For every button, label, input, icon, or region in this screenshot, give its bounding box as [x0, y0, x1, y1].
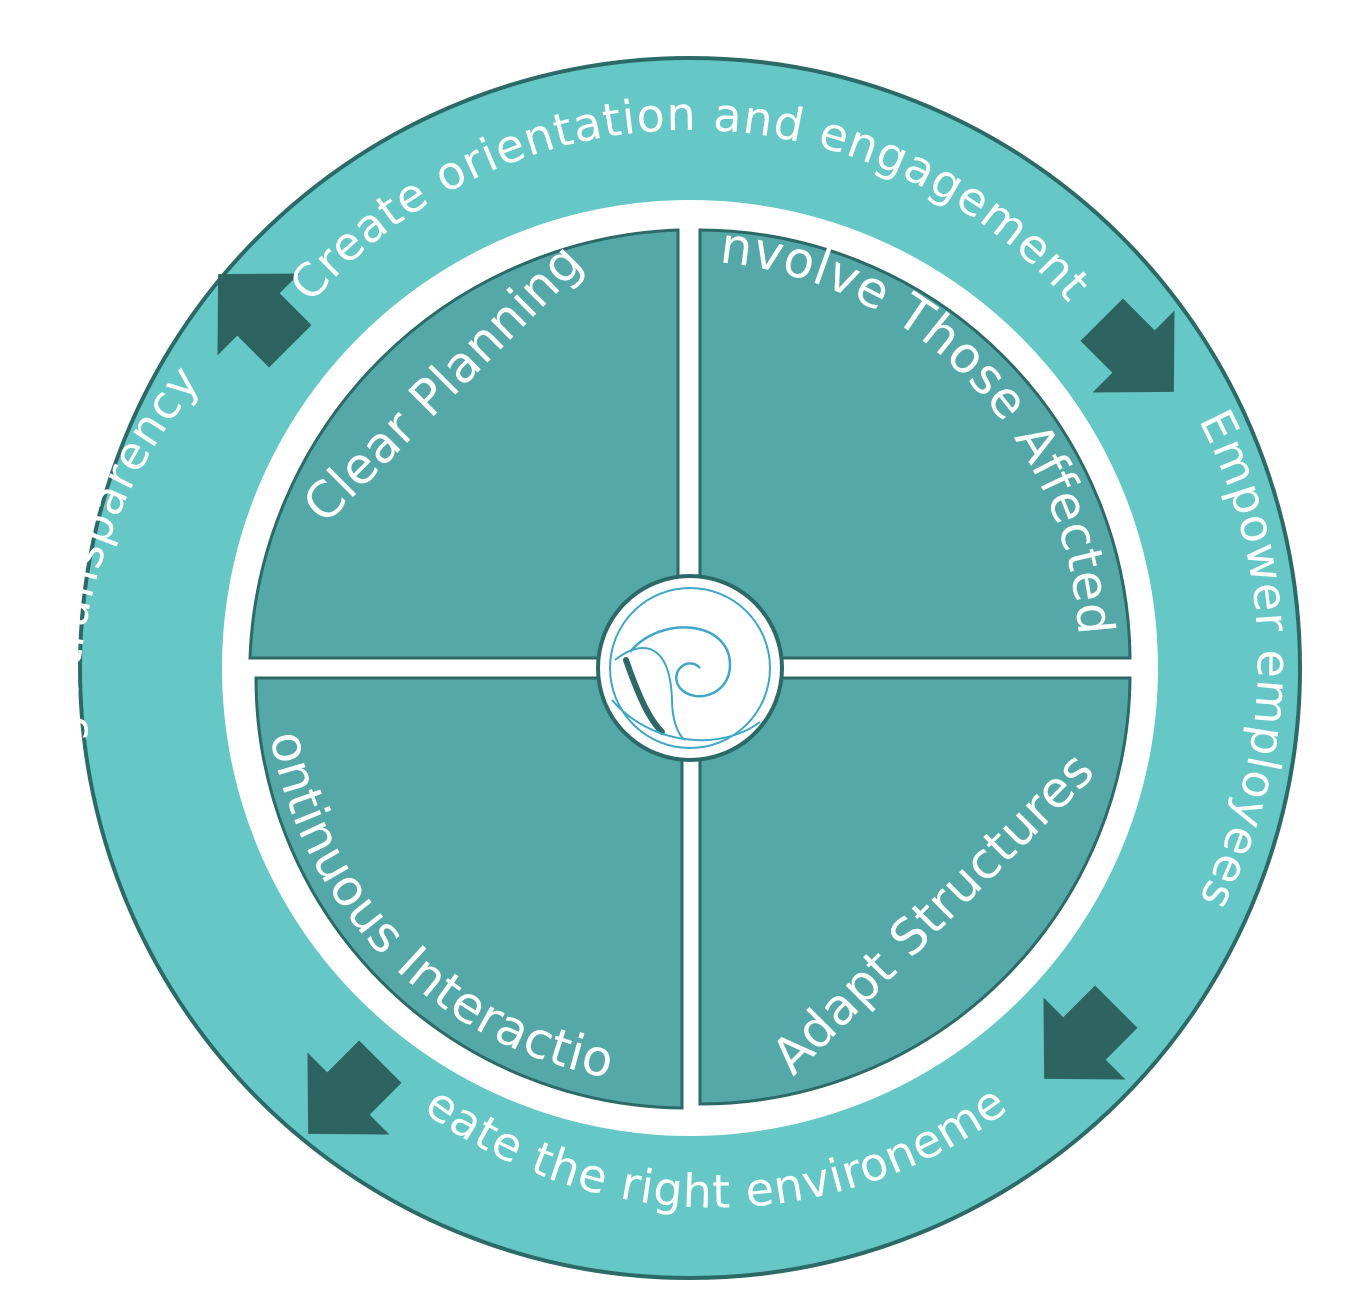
arrow-up-right-icon — [217, 273, 312, 368]
arrow-up-left-icon — [307, 1040, 402, 1135]
arrow-down-right-icon — [1080, 298, 1175, 393]
swirl-logo-icon — [596, 574, 784, 762]
quadrant-top-right — [698, 228, 1132, 660]
arrow-down-left-icon — [1043, 985, 1138, 1080]
quadrant-bottom-left — [254, 676, 684, 1110]
quadrant-top-left — [248, 228, 680, 660]
quadrant-bottom-right — [698, 676, 1132, 1106]
